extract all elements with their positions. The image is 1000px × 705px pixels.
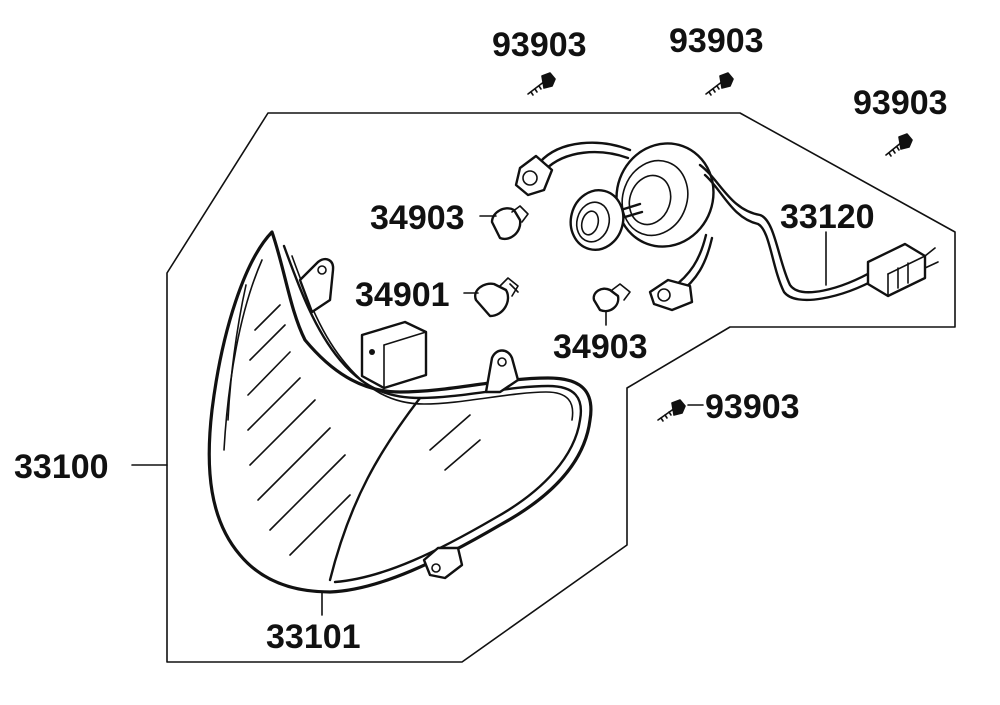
screw-icon-top-right [885, 133, 913, 157]
part-number-bulb-mid-right: 34903 [553, 328, 648, 366]
assembly-boundary [166, 112, 956, 663]
part-number-headlight-assembly: 33100 [14, 448, 109, 486]
bulb-icon-mid-right [592, 283, 631, 313]
screw-icon-top-center [705, 72, 734, 96]
wire-harness-drawing [514, 141, 939, 312]
part-number-screw-right-mid: 93903 [705, 388, 800, 426]
part-number-screw-top-left: 93903 [492, 26, 587, 64]
bulb-socket-drawing [569, 142, 715, 251]
part-number-screw-top-center: 93903 [669, 22, 764, 60]
part-number-bulb-mid-left: 34901 [355, 276, 450, 314]
bulb-icon-mid-left [474, 277, 519, 318]
part-number-bulb-upper: 34903 [370, 199, 465, 237]
part-number-headlight-lens: 33101 [266, 618, 361, 656]
part-number-screw-top-right: 93903 [853, 84, 948, 122]
part-number-wire-harness: 33120 [780, 198, 875, 236]
headlight-lens-drawing [207, 230, 593, 594]
bulb-icon-upper [490, 205, 529, 241]
screw-icon-right-mid [657, 399, 704, 422]
screw-icon-top-left [527, 72, 556, 96]
